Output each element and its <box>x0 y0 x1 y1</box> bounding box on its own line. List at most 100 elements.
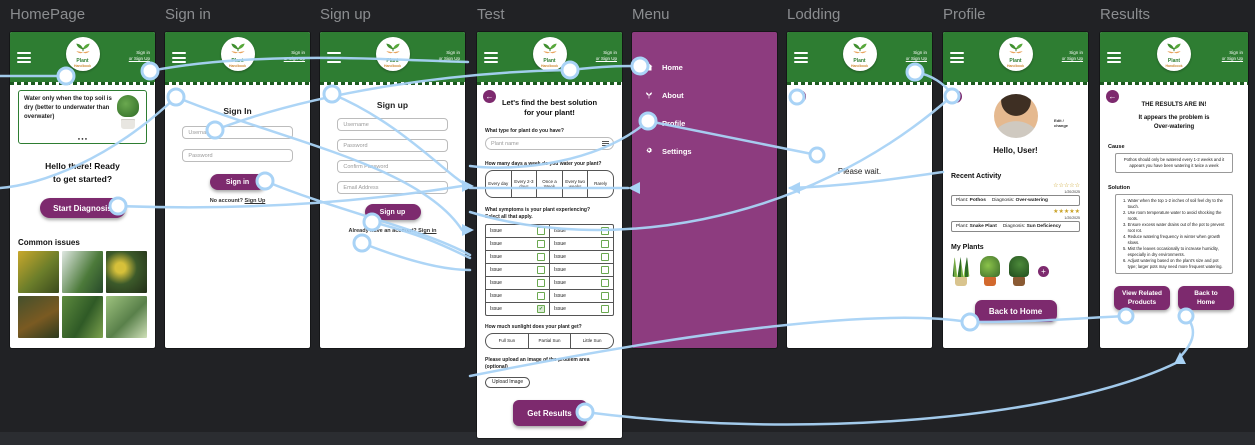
issue-checkbox[interactable] <box>601 279 609 287</box>
hamburger-menu-icon[interactable] <box>1107 52 1121 66</box>
signup-button[interactable]: Sign up <box>364 204 421 220</box>
activity-card[interactable]: Plant: Snake Plant Diagnosis: Sun Defici… <box>951 221 1080 232</box>
start-diagnosis-button[interactable]: Start Diagnosis <box>39 198 126 218</box>
sun-option[interactable]: Full Sun <box>498 338 516 344</box>
issue-checkbox[interactable] <box>537 253 545 261</box>
confirm-password-field[interactable] <box>337 160 448 173</box>
password-field[interactable] <box>337 139 448 152</box>
plant-thumbnail[interactable] <box>980 256 1000 286</box>
water-option[interactable]: Every two weeks <box>561 171 588 197</box>
table-row: Issue Issue <box>486 290 613 303</box>
rating-stars[interactable]: ★★★★★ <box>1053 209 1080 215</box>
hamburger-menu-icon[interactable] <box>172 52 186 66</box>
sun-option[interactable]: Partial Sun <box>527 334 571 348</box>
logo-text: Plant <box>76 58 89 64</box>
water-option[interactable]: Every 2-3 days <box>510 171 537 197</box>
question-watering: How many days a week do you water your p… <box>485 161 602 167</box>
hamburger-menu-icon[interactable] <box>17 52 31 66</box>
issue-photo[interactable] <box>18 296 59 338</box>
menu-item-settings[interactable]: Settings <box>644 128 777 156</box>
table-row: Issue✓ Issue <box>486 303 613 315</box>
signup-link[interactable]: Sign Up <box>244 198 266 204</box>
issue-checkbox[interactable] <box>601 292 609 300</box>
water-option[interactable]: Rarely <box>587 171 613 197</box>
question-plant-type: What type for plant do you have? <box>485 128 564 134</box>
edit-avatar-label[interactable]: Edit / change <box>1054 118 1069 128</box>
carousel-dots[interactable]: ● ● ● <box>77 136 88 141</box>
solution-step: Mist the leaves occasionally to increase… <box>1128 246 1229 258</box>
plant-thumbnail[interactable] <box>1009 256 1029 286</box>
activity-card[interactable]: Plant: Pothos Diagnosis: Over-watering <box>951 195 1080 206</box>
plant-name-input[interactable] <box>485 137 614 150</box>
back-icon[interactable]: ← <box>1106 90 1119 103</box>
back-icon[interactable]: ← <box>171 90 184 103</box>
sun-option[interactable]: Little Sun <box>570 334 613 348</box>
frame-label-menu[interactable]: Menu <box>632 6 670 23</box>
hamburger-menu-icon[interactable] <box>484 52 498 66</box>
field-menu-icon[interactable] <box>602 141 609 147</box>
frame-label-profile[interactable]: Profile <box>943 6 986 23</box>
add-plant-button[interactable]: + <box>1038 265 1049 277</box>
issue-photo[interactable] <box>18 251 59 293</box>
signin-link[interactable]: Sign in <box>418 228 437 234</box>
issue-label: Issue <box>490 293 502 299</box>
frame-label-signup[interactable]: Sign up <box>320 6 371 23</box>
signup-title: Sign up <box>376 100 409 110</box>
back-icon[interactable]: ← <box>483 90 496 103</box>
issue-label: Issue <box>490 241 502 247</box>
username-field[interactable] <box>337 118 448 131</box>
upload-image-button[interactable]: Upload Image <box>485 376 531 388</box>
water-option[interactable]: Once a Week <box>536 171 562 197</box>
hamburger-menu-icon[interactable] <box>327 52 341 66</box>
email-field[interactable] <box>337 181 448 194</box>
back-icon[interactable]: ← <box>326 90 339 103</box>
issue-checkbox[interactable] <box>537 279 545 287</box>
get-results-button[interactable]: Get Results <box>512 400 587 426</box>
tip-card[interactable]: Water only when the top soil is dry (bet… <box>18 90 147 144</box>
back-icon[interactable]: ← <box>793 90 806 103</box>
signin-button[interactable]: Sign in <box>209 174 266 190</box>
avatar[interactable] <box>993 94 1038 138</box>
username-field[interactable] <box>182 126 293 139</box>
frame-label-signin[interactable]: Sign in <box>165 6 211 23</box>
issue-checkbox[interactable] <box>601 240 609 248</box>
back-icon[interactable]: ← <box>949 90 962 103</box>
menu-item-profile[interactable]: Profile <box>644 100 777 128</box>
menu-item-about[interactable]: About <box>644 72 777 100</box>
hamburger-menu-icon[interactable] <box>794 52 808 66</box>
frame-label-lodding[interactable]: Lodding <box>787 6 841 23</box>
issue-photo[interactable] <box>62 296 103 338</box>
menu-item-home[interactable]: Home <box>644 32 777 72</box>
issue-checkbox[interactable] <box>537 227 545 235</box>
frame-label-results[interactable]: Results <box>1100 6 1151 23</box>
plant-thumbnail[interactable] <box>951 256 971 286</box>
password-field[interactable] <box>182 149 293 162</box>
issue-checkbox[interactable] <box>537 266 545 274</box>
issue-checkbox[interactable] <box>537 292 545 300</box>
rating-stars[interactable]: ☆☆☆☆☆ <box>1053 183 1080 189</box>
issue-checkbox[interactable] <box>601 266 609 274</box>
issue-checkbox[interactable] <box>601 253 609 261</box>
issue-checkbox[interactable] <box>537 240 545 248</box>
back-to-home-button[interactable]: Back to Home <box>974 300 1057 322</box>
frame-label-test[interactable]: Test <box>477 6 505 23</box>
water-option[interactable]: Every day <box>488 181 509 187</box>
issue-photo[interactable] <box>106 296 147 338</box>
frame-label-homepage[interactable]: HomePage <box>10 6 86 23</box>
issue-checkbox[interactable] <box>601 227 609 235</box>
issue-photo[interactable] <box>62 251 103 293</box>
issue-checkbox[interactable] <box>601 305 609 313</box>
hamburger-menu-icon[interactable] <box>950 52 964 66</box>
issue-photo[interactable] <box>106 251 147 293</box>
issue-checkbox-checked[interactable]: ✓ <box>537 305 545 313</box>
